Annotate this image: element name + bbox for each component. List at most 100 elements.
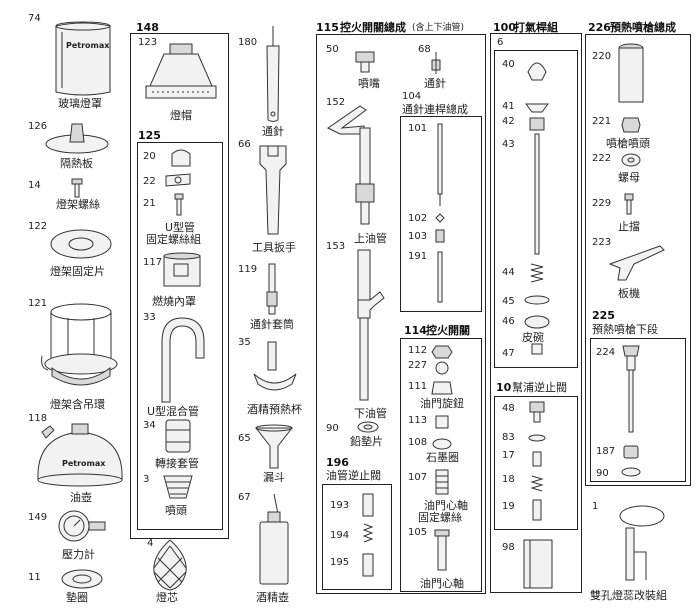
box6-frame xyxy=(494,50,578,368)
box196-title: 油管逆止閥 xyxy=(326,469,381,482)
part223-num: 223 xyxy=(592,237,612,248)
part20-illustration xyxy=(170,146,192,168)
funnel-illustration xyxy=(254,424,294,470)
pin-num: 68 xyxy=(418,44,431,55)
box225-frame xyxy=(590,338,686,482)
fuel-tank-illustration xyxy=(30,418,130,488)
needle-label: 通針 xyxy=(262,125,284,138)
part21-label-2: 固定螺絲組 xyxy=(146,233,201,246)
part33-label: U型混合管 xyxy=(147,405,200,418)
part111-label: 油門旋鈕 xyxy=(420,397,464,410)
mantle-num: 4 xyxy=(147,538,154,549)
part113-num: 113 xyxy=(408,415,428,426)
box115-title: 控火開關總成 xyxy=(340,21,406,34)
cap-label: 燈帽 xyxy=(170,109,192,122)
part44-num: 44 xyxy=(502,267,515,278)
part107-label-1: 油門心軸 xyxy=(424,499,468,512)
part224-num: 224 xyxy=(596,347,616,358)
frame-plate-num: 122 xyxy=(28,221,48,232)
box114-title: 控火開關 xyxy=(426,324,470,337)
pin-illustration xyxy=(430,50,442,76)
box115-num: 115 xyxy=(316,21,339,34)
lead-washer-illustration xyxy=(356,420,380,434)
part40-num: 40 xyxy=(502,59,515,70)
washer-illustration xyxy=(60,568,104,590)
part41-num: 41 xyxy=(502,101,515,112)
part17-num: 17 xyxy=(502,450,515,461)
part21-num: 21 xyxy=(143,198,156,209)
box196-num: 196 xyxy=(326,456,349,469)
box10-frame xyxy=(494,396,578,530)
part222-num: 222 xyxy=(592,153,612,164)
part117-illustration xyxy=(160,252,204,292)
part21-illustration xyxy=(174,193,184,217)
part220-num: 220 xyxy=(592,51,612,62)
rod-part101-num: 101 xyxy=(408,123,428,134)
box114-frame xyxy=(400,338,482,592)
needle-tool-illustration xyxy=(262,24,284,124)
part48-num: 48 xyxy=(502,403,515,414)
gauge-num: 149 xyxy=(28,512,48,523)
part107-num: 107 xyxy=(408,472,428,483)
nozzle-label: 噴嘴 xyxy=(358,77,380,90)
part42-num: 42 xyxy=(502,116,515,127)
part3-illustration xyxy=(160,472,196,502)
frame-screw-label: 燈架螺絲 xyxy=(56,198,100,211)
rod-part103-num: 103 xyxy=(408,231,428,242)
frame-plate-illustration xyxy=(48,222,114,266)
gauge-label: 壓力計 xyxy=(62,548,95,561)
part83-num: 83 xyxy=(502,432,515,443)
part117-num: 117 xyxy=(143,257,163,268)
glass-label: 玻璃燈罩 xyxy=(58,97,102,110)
upper-tube-illustration xyxy=(320,104,386,230)
part105-num: 105 xyxy=(408,527,428,538)
part90b-illustration xyxy=(620,466,642,478)
alcohol-bottle-illustration xyxy=(256,492,292,588)
rod-assy-label: 通針連桿總成 xyxy=(402,103,468,116)
pump-tube-illustration xyxy=(520,538,556,590)
wrench-illustration xyxy=(256,142,290,238)
needle-sleeve-label: 通針套筒 xyxy=(250,318,294,331)
part33-illustration xyxy=(152,312,212,404)
lower-tube-illustration xyxy=(346,248,386,404)
mantle-label: 燈芯 xyxy=(156,591,178,604)
part46-num: 46 xyxy=(502,316,515,327)
rod-part102-num: 102 xyxy=(408,213,428,224)
wick-kit-label: 雙孔燈蕊改裝組 xyxy=(590,589,667,602)
box148-num: 148 xyxy=(136,21,159,34)
part117-label: 燃燒內罩 xyxy=(152,295,196,308)
pump-tube-num: 98 xyxy=(502,542,515,553)
pump-check-valve-illustration xyxy=(526,400,548,526)
part3-label: 噴頭 xyxy=(165,504,187,517)
tank-num: 118 xyxy=(28,413,48,424)
box100-num: 100 xyxy=(493,21,516,34)
frame-screw-illustration xyxy=(70,178,84,198)
cap-illustration xyxy=(140,42,222,106)
lower-tube-label: 下油管 xyxy=(354,407,387,420)
trigger-illustration xyxy=(604,240,666,284)
upper-tube-num: 152 xyxy=(326,97,346,108)
part112-num: 112 xyxy=(408,345,428,356)
part193-num: 193 xyxy=(330,500,350,511)
part105-label: 油門心軸 xyxy=(420,577,464,590)
part45-num: 45 xyxy=(502,296,515,307)
part20-num: 20 xyxy=(143,151,156,162)
box125-num: 125 xyxy=(138,129,161,142)
box226-num: 226 xyxy=(588,21,611,34)
alcohol-bottle-label: 酒精壺 xyxy=(256,591,289,604)
part227-num: 227 xyxy=(408,360,428,371)
part222-illustration xyxy=(620,152,642,168)
pressure-gauge-illustration xyxy=(52,508,110,546)
box196-frame xyxy=(322,484,392,590)
nozzle-num: 50 xyxy=(326,44,339,55)
preheat-cup-num: 35 xyxy=(238,337,251,348)
part43-num: 43 xyxy=(502,139,515,150)
box225-title: 預熱噴槍下段 xyxy=(592,323,658,336)
box226-title: 預熱噴槍總成 xyxy=(610,21,676,34)
frame-ring-label: 燈架含吊環 xyxy=(50,398,105,411)
wick-kit-illustration xyxy=(612,502,672,584)
box115-frame xyxy=(316,34,486,594)
part34-label: 轉接套管 xyxy=(155,457,199,470)
part34-num: 34 xyxy=(143,420,156,431)
heat-plate-num: 126 xyxy=(28,121,48,132)
